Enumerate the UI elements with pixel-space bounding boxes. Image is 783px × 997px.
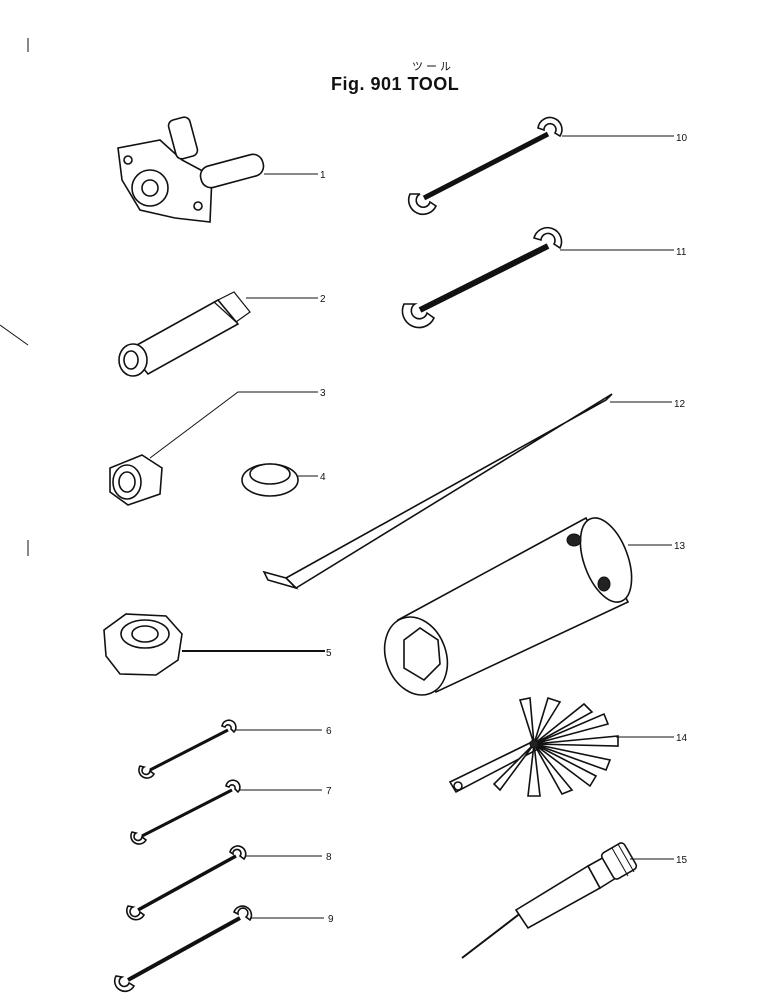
part-1-fixture (117, 116, 265, 223)
callout-9: 9 (328, 914, 334, 925)
callout-12: 12 (674, 399, 686, 410)
part-10-wrench (407, 116, 563, 216)
callout-15: 15 (676, 855, 688, 866)
callout-13: 13 (674, 541, 686, 552)
figure-title: Fig. 901 TOOL (331, 74, 460, 94)
callout-10: 10 (676, 133, 688, 144)
part-13-socket (383, 516, 633, 696)
part-4-washer (241, 463, 299, 497)
callout-6: 6 (326, 726, 332, 737)
callout-4: 4 (320, 472, 326, 483)
callout-14: 14 (676, 733, 688, 744)
scan-margin-marks (0, 38, 29, 556)
callout-5: 5 (326, 648, 332, 659)
part-15-injector-tool (461, 842, 638, 959)
callout-8: 8 (326, 852, 332, 863)
part-6-wrench (138, 719, 237, 779)
part-7-wrench (130, 779, 241, 845)
callout-11: 11 (676, 247, 687, 258)
callout-2: 2 (320, 294, 326, 305)
part-14-feeler-gauge (448, 696, 619, 797)
part-5-hex-nut (103, 613, 183, 676)
part-3-plug (109, 454, 163, 506)
part-9-wrench (113, 905, 253, 993)
callout-3: 3 (320, 388, 326, 399)
part-12-pry-bar (262, 393, 613, 590)
part-8-wrench (126, 845, 247, 921)
title-kana: ツール (412, 60, 454, 73)
part-11-wrench (401, 226, 563, 329)
part-2-threaded-shaft (118, 291, 251, 377)
callout-1: 1 (320, 170, 326, 181)
callout-7: 7 (326, 786, 332, 797)
